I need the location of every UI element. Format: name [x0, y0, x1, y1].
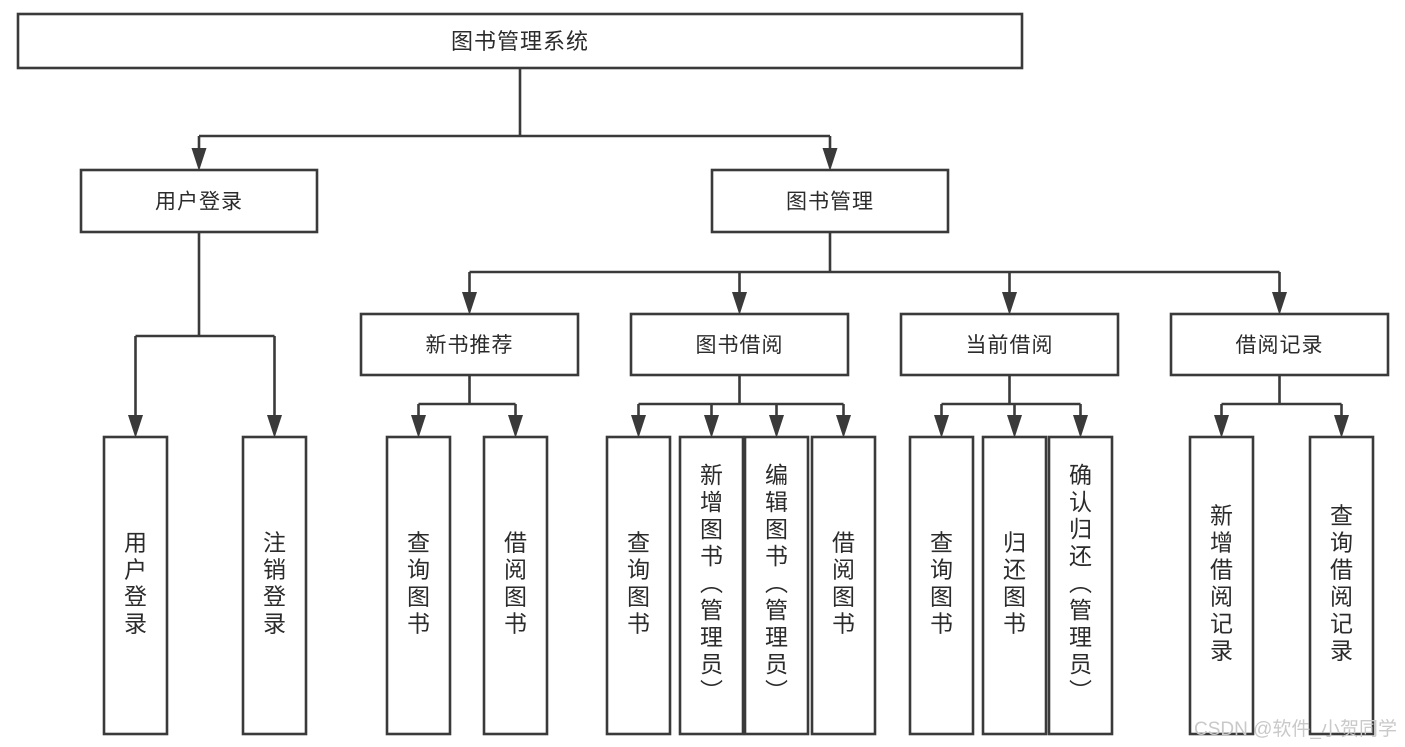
node-root[interactable]: 图书管理系统 — [16, 12, 1024, 70]
arrow-head-book-manage — [822, 148, 838, 171]
node-leaf-query-book-1[interactable]: 查询图书 — [385, 435, 452, 736]
node-leaf-user-logout[interactable]: 注销登录 — [241, 435, 308, 736]
node-label-leaf-query-book-1: 查询图书 — [407, 529, 430, 636]
node-leaf-query-loan-record[interactable]: 查询借阅记录 — [1308, 435, 1375, 736]
arrow-head-leaf-query-book-1 — [411, 415, 426, 438]
node-box-leaf-user-login[interactable] — [102, 435, 169, 736]
arrow-head-leaf-query-book-2 — [631, 415, 646, 438]
node-label-current-loan: 当前借阅 — [966, 334, 1054, 357]
arrow-head-user-login — [191, 148, 207, 171]
node-box-root[interactable] — [16, 12, 1024, 70]
arrow-head-leaf-query-book-3 — [934, 415, 949, 438]
node-box-leaf-return-book[interactable] — [981, 435, 1048, 736]
node-label-leaf-borrow-book-1: 借阅图书 — [504, 529, 527, 636]
node-label-user-login: 用户登录 — [155, 191, 243, 214]
node-label-leaf-return-book: 归还图书 — [1003, 529, 1026, 636]
node-box-leaf-edit-book[interactable] — [743, 435, 810, 736]
node-label-book-borrow: 图书借阅 — [696, 334, 784, 357]
arrow-head-leaf-query-loan-record — [1334, 415, 1349, 438]
node-leaf-edit-book[interactable]: 编辑图书︵管理员︶ — [743, 435, 810, 736]
node-leaf-user-login[interactable]: 用户登录 — [102, 435, 169, 736]
node-box-book-borrow[interactable] — [629, 312, 850, 377]
node-current-loan[interactable]: 当前借阅 — [899, 312, 1120, 377]
node-leaf-query-book-2[interactable]: 查询图书 — [605, 435, 672, 736]
node-user-login[interactable]: 用户登录 — [79, 168, 319, 234]
node-box-book-manage[interactable] — [710, 168, 950, 234]
node-label-leaf-user-login: 用户登录 — [124, 529, 147, 636]
arrow-head-current-loan — [1002, 292, 1017, 315]
node-label-loan-record: 借阅记录 — [1236, 334, 1324, 357]
node-leaf-query-book-3[interactable]: 查询图书 — [908, 435, 975, 736]
connector-layer — [128, 68, 1349, 438]
node-label-leaf-borrow-book-2: 借阅图书 — [832, 529, 855, 636]
arrow-head-leaf-user-logout — [267, 415, 282, 438]
node-box-current-loan[interactable] — [899, 312, 1120, 377]
node-box-leaf-user-logout[interactable] — [241, 435, 308, 736]
node-layer: 图书管理系统用户登录图书管理新书推荐图书借阅当前借阅借阅记录用户登录注销登录查询… — [16, 12, 1390, 736]
node-leaf-add-book[interactable]: 新增图书︵管理员︶ — [678, 435, 745, 736]
node-new-book-rec[interactable]: 新书推荐 — [359, 312, 580, 377]
node-label-leaf-confirm-return: 确认归还︵管理员︶ — [1069, 462, 1092, 704]
node-leaf-confirm-return[interactable]: 确认归还︵管理员︶ — [1047, 435, 1114, 736]
node-loan-record[interactable]: 借阅记录 — [1169, 312, 1390, 377]
node-box-leaf-query-book-1[interactable] — [385, 435, 452, 736]
node-book-borrow[interactable]: 图书借阅 — [629, 312, 850, 377]
arrow-head-leaf-add-loan-record — [1214, 415, 1229, 438]
node-book-manage[interactable]: 图书管理 — [710, 168, 950, 234]
arrow-head-loan-record — [1272, 292, 1287, 315]
node-box-loan-record[interactable] — [1169, 312, 1390, 377]
node-box-leaf-confirm-return[interactable] — [1047, 435, 1114, 736]
node-box-leaf-add-loan-record[interactable] — [1188, 435, 1255, 736]
node-leaf-borrow-book-1[interactable]: 借阅图书 — [482, 435, 549, 736]
arrow-head-leaf-return-book — [1007, 415, 1022, 438]
node-box-leaf-add-book[interactable] — [678, 435, 745, 736]
arrow-head-book-borrow — [732, 292, 747, 315]
arrow-head-leaf-confirm-return — [1073, 415, 1088, 438]
node-leaf-borrow-book-2[interactable]: 借阅图书 — [810, 435, 877, 736]
node-label-leaf-edit-book: 编辑图书︵管理员︶ — [765, 462, 788, 704]
node-box-leaf-borrow-book-2[interactable] — [810, 435, 877, 736]
node-box-leaf-query-book-2[interactable] — [605, 435, 672, 736]
node-label-book-manage: 图书管理 — [786, 191, 874, 214]
node-label-leaf-add-book: 新增图书︵管理员︶ — [700, 462, 723, 704]
node-box-new-book-rec[interactable] — [359, 312, 580, 377]
arrow-head-leaf-user-login — [128, 415, 143, 438]
node-box-user-login[interactable] — [79, 168, 319, 234]
arrow-head-new-book-rec — [462, 292, 477, 315]
node-label-leaf-query-loan-record: 查询借阅记录 — [1330, 502, 1353, 663]
arrow-head-leaf-edit-book — [769, 415, 784, 438]
node-leaf-add-loan-record[interactable]: 新增借阅记录 — [1188, 435, 1255, 736]
node-box-leaf-query-loan-record[interactable] — [1308, 435, 1375, 736]
arrow-head-leaf-borrow-book-2 — [836, 415, 851, 438]
node-box-leaf-borrow-book-1[interactable] — [482, 435, 549, 736]
arrow-head-leaf-add-book — [704, 415, 719, 438]
arrow-head-leaf-borrow-book-1 — [508, 415, 523, 438]
node-label-leaf-query-book-3: 查询图书 — [930, 529, 953, 636]
node-label-new-book-rec: 新书推荐 — [426, 334, 514, 357]
node-label-leaf-user-logout: 注销登录 — [263, 529, 286, 636]
node-label-leaf-add-loan-record: 新增借阅记录 — [1210, 502, 1233, 663]
node-label-root: 图书管理系统 — [451, 29, 589, 54]
watermark-text: CSDN @软件_小贺同学 — [1194, 719, 1397, 740]
node-label-leaf-query-book-2: 查询图书 — [627, 529, 650, 636]
node-leaf-return-book[interactable]: 归还图书 — [981, 435, 1048, 736]
node-box-leaf-query-book-3[interactable] — [908, 435, 975, 736]
